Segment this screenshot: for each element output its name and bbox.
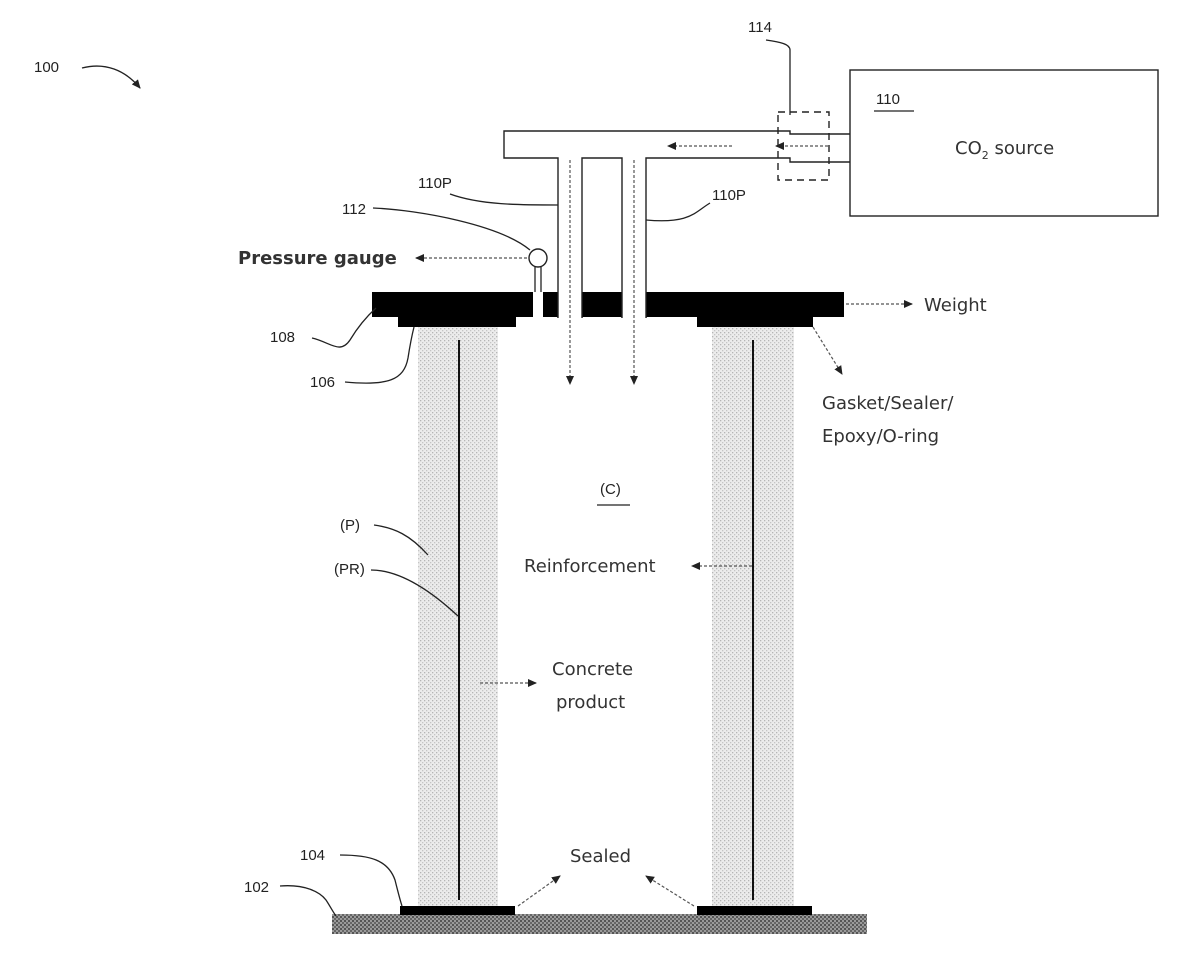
base-seal-right [697,906,812,915]
gasket-ref: 106 [310,374,335,391]
figure-number: 100 [34,59,59,76]
base-seal-leader [339,854,403,907]
co2-source-box [849,69,1159,217]
valve-leader [765,39,791,115]
reinforcement-ref: (PR) [334,561,365,578]
co2-source-label: CO2 source [955,138,1054,162]
pipe-ref-b-leader [645,202,711,222]
chamber-ref: (C) [600,481,621,498]
base-ref: 102 [244,879,269,896]
pipe-ref-b: 110P [712,187,746,204]
sealed-arrow-left [517,875,561,907]
gasket-label-line2: Epoxy/O-ring [822,426,939,447]
pipe-ref-a: 110P [418,175,452,192]
pipe-gap-gauge [533,292,543,317]
reinforcement-label: Reinforcement [524,556,656,577]
product-ref-leader [373,524,429,556]
figure-pointer-arrow [81,65,141,89]
weight-label: Weight [924,295,987,316]
concrete-product-label-line1: Concrete [552,659,633,680]
pipe-ref-a-leader [449,193,559,206]
gasket-left [398,316,516,327]
base-leader [279,885,337,917]
sealed-label: Sealed [570,846,631,867]
reinforcement-ref-leader [370,569,459,617]
valve-ref: 114 [748,19,772,36]
weight-plate-ref: 108 [270,329,295,346]
weight-plate [372,292,844,317]
product-ref: (P) [340,517,360,534]
gasket-arrow [812,326,843,375]
pressure-gauge-label: Pressure gauge [238,248,397,269]
pressure-gauge-ref: 112 [342,201,366,218]
co2-manifold-pipe [503,130,850,318]
gasket-label-line1: Gasket/Sealer/ [822,393,954,414]
pressure-gauge-icon [528,248,548,268]
concrete-product-label-line2: product [556,692,625,713]
base-plate [332,914,867,934]
co2-source-ref: 110 [876,91,900,108]
valve-box [777,111,830,181]
base-seal-left [400,906,515,915]
gasket-right [697,316,813,327]
sealed-arrow-right [645,875,695,907]
base-seal-ref: 104 [300,847,325,864]
weight-plate-leader [311,307,377,348]
pressure-gauge-ref-leader [372,207,531,251]
gasket-leader [344,326,415,384]
